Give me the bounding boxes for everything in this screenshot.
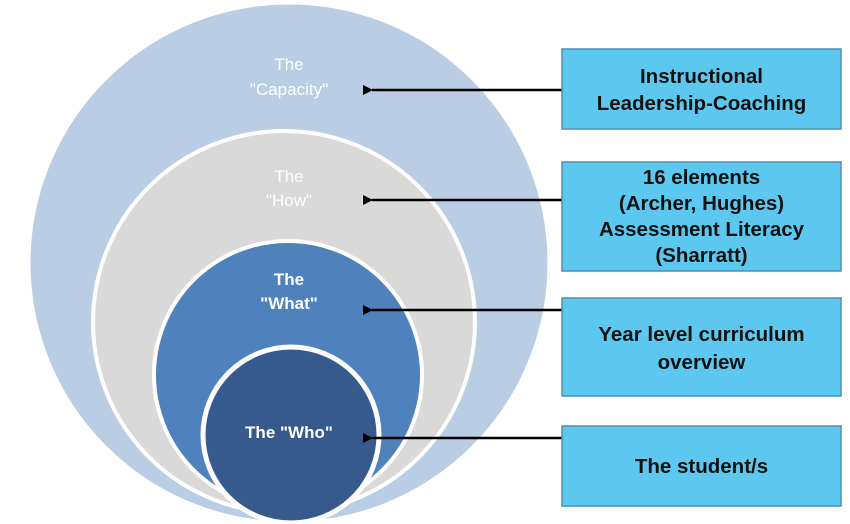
circle-who-label: The "Who" [245,423,333,442]
circle-capacity-line1: The [274,55,303,74]
box-the-students: The student/s [561,425,842,507]
circle-how-line2: "How" [266,191,312,210]
box-elements-line3: Assessment Literacy [599,218,805,241]
box-students-line1: The student/s [635,455,768,478]
box-16-elements: 16 elements (Archer, Hughes) Assessment … [561,161,842,272]
box-elements-line1: 16 elements [643,166,760,189]
box-instructional-leadership: Instructional Leadership-Coaching [561,48,842,130]
box-instructional-line2: Leadership-Coaching [597,92,807,115]
circle-what-line2: "What" [260,294,318,313]
circle-what-line1: The [274,270,304,289]
circle-who: The "Who" [200,344,382,524]
box-instructional-line1: Instructional [640,65,763,88]
box-elements-line2: (Archer, Hughes) [619,192,784,215]
circle-capacity-line2: "Capacity" [250,80,328,99]
circle-how-line1: The [274,167,303,186]
box-curriculum-line1: Year level curriculum [598,323,804,346]
box-curriculum-line2: overview [658,351,746,374]
box-elements-line4: (Sharratt) [655,244,747,267]
box-year-level-curriculum: Year level curriculum overview [561,297,842,397]
